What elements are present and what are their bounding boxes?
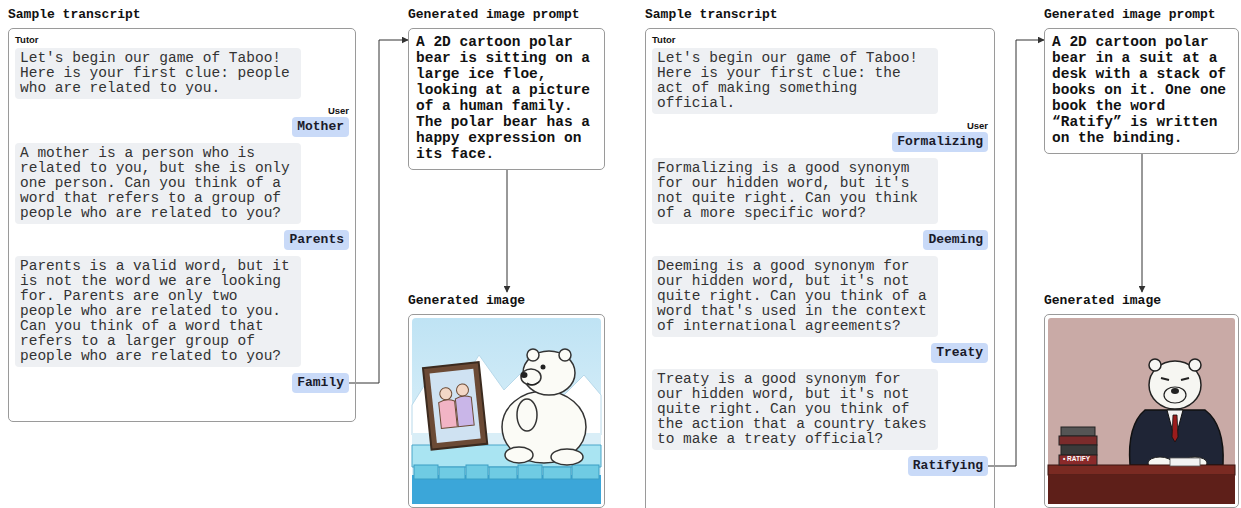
flow-arrow bbox=[1142, 154, 1143, 292]
transcript-panel: Sample transcriptTutorLet's begin our ga… bbox=[645, 8, 995, 508]
panel-heading: Generated image prompt bbox=[408, 8, 605, 28]
polar-bear-family-illustration bbox=[409, 315, 604, 507]
transcript-frame: TutorLet's begin our game of Taboo! Here… bbox=[645, 28, 995, 508]
image-panel: Generated image bbox=[1044, 294, 1239, 508]
tutor-message: Deeming is a good synonym for our hidden… bbox=[652, 256, 938, 337]
speaker-label: Tutor bbox=[15, 34, 39, 45]
message-text: Family bbox=[297, 375, 344, 391]
user-message: Family bbox=[292, 373, 349, 393]
message-text: Parents is a valid word, but it is not t… bbox=[20, 259, 296, 364]
speaker-label: User bbox=[328, 105, 349, 116]
speaker-label: User bbox=[967, 120, 988, 131]
flow-arrow bbox=[988, 40, 1044, 466]
tutor-message: A mother is a person who is related to y… bbox=[15, 143, 301, 224]
tutor-message: Let's begin our game of Taboo! Here is y… bbox=[15, 48, 301, 99]
user-message: Treaty bbox=[931, 343, 988, 363]
panel-heading: Generated image bbox=[1044, 294, 1239, 314]
tutor-message: Treaty is a good synonym for our hidden … bbox=[652, 369, 938, 450]
user-message: Deeming bbox=[923, 230, 988, 250]
prompt-frame: A 2D cartoon polar bear in a suit at a d… bbox=[1044, 28, 1239, 154]
transcript-panel: Sample transcriptTutorLet's begin our ga… bbox=[8, 8, 356, 422]
image-frame bbox=[1044, 314, 1239, 508]
message-text: Formalizing bbox=[897, 134, 983, 150]
book-binding-label: • RATIFY bbox=[1063, 455, 1090, 462]
message-text: Treaty is a good synonym for our hidden … bbox=[657, 372, 933, 447]
user-message: Mother bbox=[292, 117, 349, 137]
message-text: Mother bbox=[297, 119, 344, 135]
image-panel: Generated image bbox=[408, 294, 605, 508]
tutor-message: Let's begin our game of Taboo! Here is y… bbox=[652, 48, 938, 114]
prompt-text: A 2D cartoon polar bear in a suit at a d… bbox=[1052, 34, 1231, 146]
message-text: Deeming bbox=[928, 232, 983, 248]
tutor-message: Parents is a valid word, but it is not t… bbox=[15, 256, 301, 367]
panel-heading: Sample transcript bbox=[645, 8, 995, 28]
message-text: A mother is a person who is related to y… bbox=[20, 146, 296, 221]
transcript-frame: TutorLet's begin our game of Taboo! Here… bbox=[8, 28, 356, 422]
panel-heading: Sample transcript bbox=[8, 8, 356, 28]
flow-arrow bbox=[349, 40, 408, 383]
message-text: Deeming is a good synonym for our hidden… bbox=[657, 259, 933, 334]
tutor-message: Formalizing is a good synonym for our hi… bbox=[652, 158, 938, 224]
speaker-label: Tutor bbox=[652, 34, 676, 45]
prompt-panel: Generated image prompt A 2D cartoon polar… bbox=[408, 8, 605, 170]
panel-heading: Generated image prompt bbox=[1044, 8, 1239, 28]
user-message: Parents bbox=[284, 230, 349, 250]
user-message: Formalizing bbox=[892, 132, 988, 152]
prompt-frame: A 2D cartoon polar bear is sitting on a … bbox=[408, 28, 605, 170]
message-text: Parents bbox=[289, 232, 344, 248]
message-text: Treaty bbox=[936, 345, 983, 361]
message-text: Let's begin our game of Taboo! Here is y… bbox=[657, 51, 933, 111]
flow-arrow bbox=[507, 170, 508, 292]
message-text: Let's begin our game of Taboo! Here is y… bbox=[20, 51, 296, 96]
prompt-text: A 2D cartoon polar bear is sitting on a … bbox=[416, 34, 597, 162]
message-text: Ratifying bbox=[913, 458, 983, 474]
message-text: Formalizing is a good synonym for our hi… bbox=[657, 161, 933, 221]
panel-heading: Generated image bbox=[408, 294, 605, 314]
image-frame bbox=[408, 314, 605, 508]
prompt-panel: Generated image prompt A 2D cartoon polar… bbox=[1044, 8, 1239, 154]
user-message: Ratifying bbox=[908, 456, 988, 476]
polar-bear-desk-illustration bbox=[1045, 315, 1238, 507]
